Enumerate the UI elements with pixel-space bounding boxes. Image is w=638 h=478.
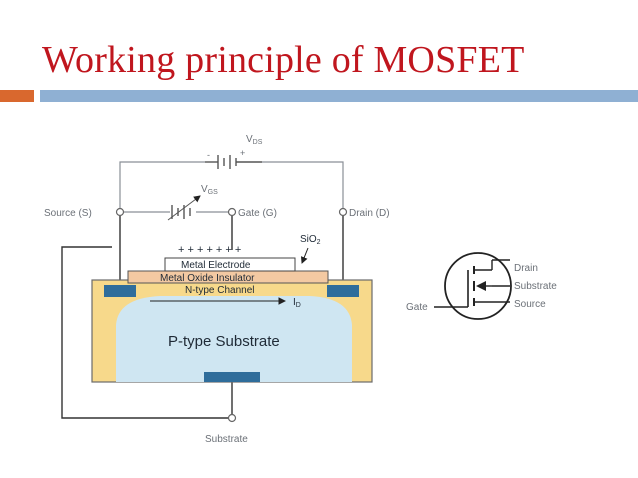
source-terminal — [115, 207, 125, 217]
current-label: I — [293, 297, 296, 308]
svg-text:VDS: VDS — [246, 134, 263, 146]
symbol-source-label: Source — [514, 299, 546, 310]
svg-text:VGS: VGS — [201, 184, 218, 196]
drain-contact — [327, 285, 359, 297]
symbol-gate-label: Gate — [406, 302, 428, 313]
metal-electrode — [164, 257, 296, 272]
p-substrate-label: P-type Substrate — [168, 333, 280, 350]
svg-text:-: - — [207, 150, 210, 160]
substrate-label: Substrate — [205, 434, 248, 445]
sio2-pointer — [300, 247, 309, 264]
svg-text:ID: ID — [293, 297, 301, 309]
mosfet-diagram: VDS - + VGS Source (S) Gate (G) Drain (D… — [44, 134, 557, 445]
substrate-wire — [61, 246, 233, 419]
vgs-sub: GS — [208, 189, 218, 196]
vds-label: V — [246, 134, 253, 145]
source-contact — [104, 285, 136, 297]
svg-text:+: + — [240, 148, 245, 158]
terminal-leads — [119, 216, 344, 283]
current-sub: D — [296, 302, 301, 309]
vds-circuit — [119, 161, 344, 212]
source-label: Source (S) — [44, 208, 92, 219]
gate-label: Gate (G) — [238, 208, 277, 219]
metal-electrode-label: Metal Electrode — [181, 260, 251, 271]
title-accent-bar — [0, 90, 34, 102]
symbol-substrate-label: Substrate — [514, 281, 557, 292]
p-region — [116, 296, 352, 382]
substrate-contact — [204, 372, 260, 382]
sio2-sub: 2 — [317, 239, 321, 246]
drain-terminal — [338, 207, 348, 217]
vgs-battery-icon — [171, 205, 191, 219]
mosfet-symbol-icon — [434, 252, 512, 320]
sio2-label: SiO — [300, 234, 317, 245]
gate-charge-signs: + + + + + + + — [178, 244, 241, 256]
slide-title: Working principle of MOSFET — [42, 39, 525, 81]
title-rule — [40, 90, 638, 102]
oxide-label: Metal Oxide Insulator — [160, 273, 255, 284]
gate-terminal — [227, 207, 237, 217]
symbol-drain-label: Drain — [514, 263, 538, 274]
substrate-terminal — [227, 413, 237, 423]
vds-sub: DS — [253, 139, 263, 146]
vgs-label: V — [201, 184, 208, 195]
svg-text:SiO2: SiO2 — [300, 234, 321, 246]
n-channel-label: N-type Channel — [185, 285, 254, 296]
drain-label: Drain (D) — [349, 208, 390, 219]
vds-battery-icon — [205, 155, 262, 169]
